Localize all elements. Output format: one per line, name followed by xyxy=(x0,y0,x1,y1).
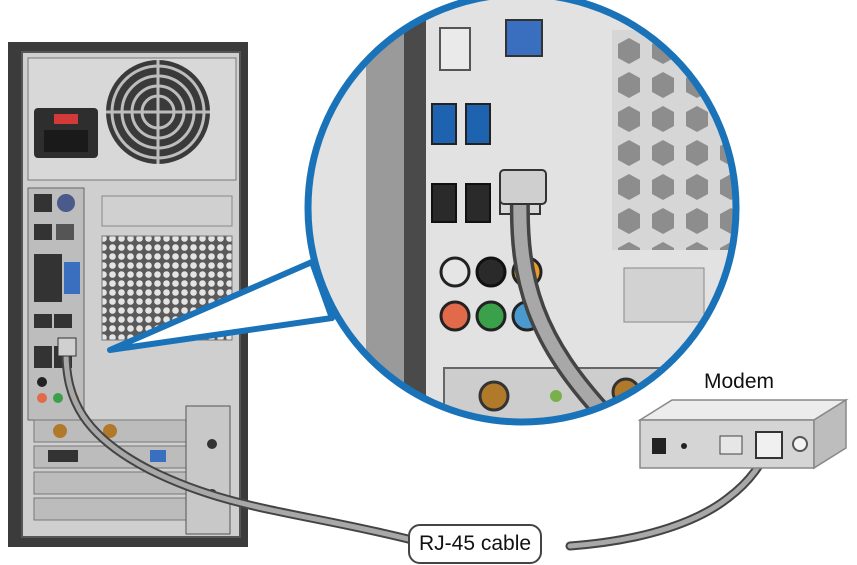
magnified-view xyxy=(304,0,740,426)
power-supply xyxy=(27,57,237,181)
modem-label: Modem xyxy=(704,370,775,393)
cable-label: RJ-45 cable xyxy=(408,524,543,564)
rear-io-panel xyxy=(27,187,85,421)
computer-tower-rear xyxy=(8,42,248,547)
modem xyxy=(637,398,849,470)
